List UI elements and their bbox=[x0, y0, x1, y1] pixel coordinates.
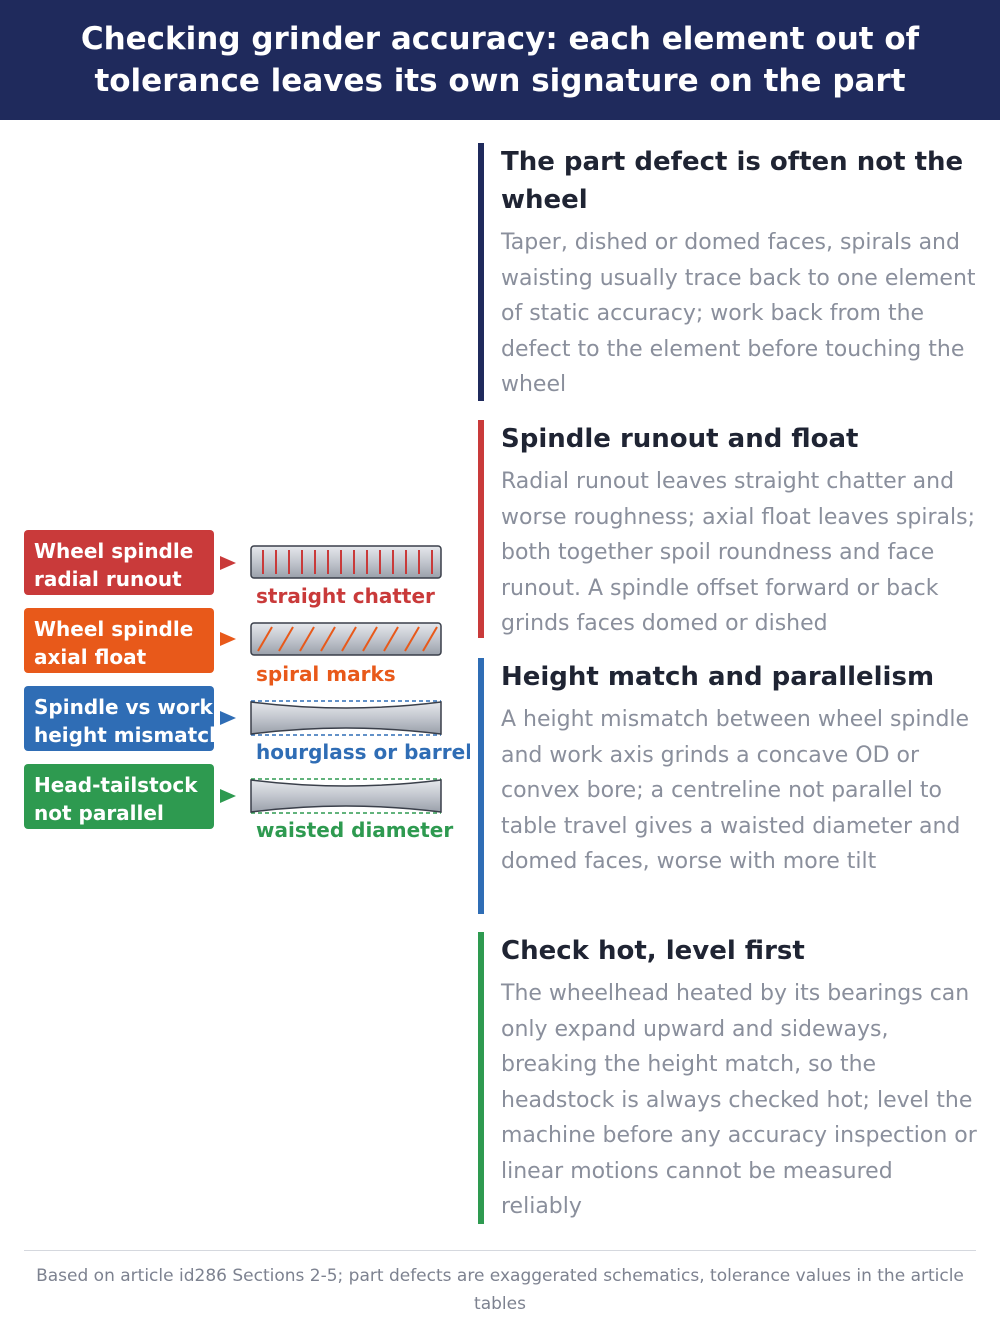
section-title: The part defect is often not the wheel bbox=[501, 147, 964, 215]
tag-radial-runout: Wheel spindle radial runout bbox=[24, 530, 214, 595]
section-body: A height mismatch between wheel spindle … bbox=[501, 707, 970, 874]
waisted-profile bbox=[250, 779, 442, 813]
tag-line1: Head-tailstock bbox=[34, 773, 198, 797]
tag-line1: Wheel spindle bbox=[34, 539, 193, 563]
section-accent-bar bbox=[478, 932, 484, 1224]
tag-axial-float: Wheel spindle axial float bbox=[24, 608, 214, 673]
section-title: Height match and parallelism bbox=[501, 662, 935, 692]
arrow-marker bbox=[220, 789, 236, 803]
tag-line2: radial runout bbox=[34, 567, 182, 591]
defect-signature-diagram: Wheel spindle radial runout straight cha… bbox=[24, 530, 470, 842]
tag-line2: height mismatch bbox=[34, 723, 223, 747]
section-accent-bar bbox=[478, 143, 484, 401]
spiral-lines bbox=[257, 626, 438, 652]
footer-divider bbox=[24, 1250, 976, 1251]
defect-label: straight chatter bbox=[256, 584, 435, 608]
defect-label: hourglass or barrel bbox=[256, 740, 470, 764]
section-part-defect: The part defect is often not the wheel T… bbox=[478, 143, 978, 401]
header-banner: Checking grinder accuracy: each element … bbox=[0, 0, 1000, 120]
section-accent-bar bbox=[478, 658, 484, 914]
section-body: Taper, dished or domed faces, spirals an… bbox=[501, 230, 976, 397]
defect-label: waisted diameter bbox=[256, 818, 453, 842]
part-hourglass bbox=[250, 700, 442, 736]
straight-chatter-lines bbox=[262, 550, 433, 574]
tag-height-mismatch: Spindle vs work height mismatch bbox=[24, 686, 223, 751]
tag-box bbox=[24, 764, 214, 829]
tag-line1: Wheel spindle bbox=[34, 617, 193, 641]
footer-note: Based on article id286 Sections 2-5; par… bbox=[36, 1266, 964, 1314]
arrow-marker bbox=[220, 711, 236, 725]
section-body: The wheelhead heated by its bearings can… bbox=[501, 981, 977, 1219]
tag-box bbox=[24, 608, 214, 673]
tag-box bbox=[24, 686, 214, 751]
section-height-match: Height match and parallelism A height mi… bbox=[478, 658, 978, 914]
arrow-marker bbox=[220, 556, 236, 570]
tag-not-parallel: Head-tailstock not parallel bbox=[24, 764, 214, 829]
section-title: Check hot, level first bbox=[501, 936, 805, 966]
page-title: Checking grinder accuracy: each element … bbox=[80, 21, 920, 99]
section-accent-bar bbox=[478, 420, 484, 638]
part-straight-chatter bbox=[250, 545, 442, 579]
section-title: Spindle runout and float bbox=[501, 424, 859, 454]
part-body bbox=[250, 545, 442, 579]
part-spiral-marks bbox=[250, 622, 442, 656]
part-body bbox=[250, 622, 442, 656]
tag-box bbox=[24, 530, 214, 595]
tag-line2: not parallel bbox=[34, 801, 164, 825]
section-body: Radial runout leaves straight chatter an… bbox=[501, 469, 975, 636]
tag-line2: axial float bbox=[34, 645, 147, 669]
tag-line1: Spindle vs work bbox=[34, 695, 213, 719]
arrow-marker bbox=[220, 632, 236, 646]
defect-label: spiral marks bbox=[256, 662, 396, 686]
part-waisted bbox=[250, 778, 442, 814]
section-spindle-runout: Spindle runout and float Radial runout l… bbox=[478, 420, 978, 638]
section-check-hot: Check hot, level first The wheelhead hea… bbox=[478, 932, 978, 1224]
hourglass-profile bbox=[250, 701, 442, 735]
